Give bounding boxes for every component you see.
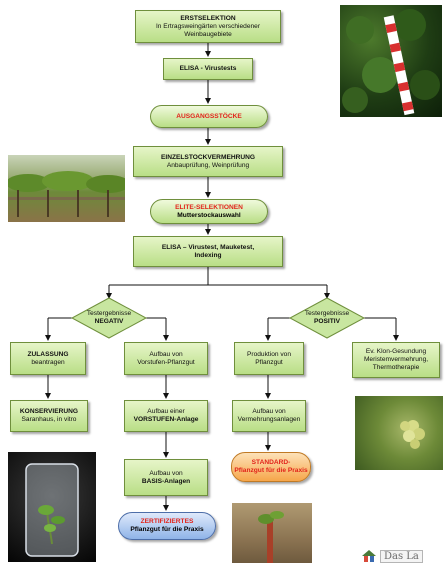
node-elisa-virustests: ELISA - Virustests bbox=[163, 58, 253, 80]
vine-leaves-graphic bbox=[342, 9, 440, 116]
node-elite-title: ELITE-SELEKTIONEN bbox=[175, 203, 243, 211]
node-prod-line1: Produktion von bbox=[247, 350, 291, 358]
node-prod-line2: Pflanzgut bbox=[255, 358, 283, 366]
node-erstselektion: ERSTSELEKTION In Ertragsweingärten versc… bbox=[135, 10, 281, 43]
node-zulassung-sub: beantragen bbox=[31, 358, 65, 366]
node-konservierung: KONSERVIERUNG Saranhaus, in vitro bbox=[10, 400, 88, 432]
decision-positive-line2: POSITIV bbox=[313, 318, 340, 325]
node-zert-line2: Pflanzgut für die Praxis bbox=[130, 526, 204, 533]
decision-positive-label: Testergebnisse POSITIV bbox=[292, 310, 362, 326]
node-zert-line1: ZERTIFIZIERTES bbox=[140, 518, 194, 525]
node-klon-line1: Ev. Klon-Gesundung bbox=[365, 348, 427, 355]
node-klon-line3: Thermotherapie bbox=[372, 364, 420, 371]
decision-positive-diamond bbox=[288, 297, 366, 339]
node-vorstufen-anlage: Aufbau einer VORSTUFEN-Anlage bbox=[124, 400, 208, 432]
node-zulassung-title: ZULASSUNG bbox=[27, 350, 69, 358]
node-standard: STANDARD- Pflanzgut für die Praxis bbox=[231, 452, 311, 482]
node-vorstufen-pg-line1: Aufbau von bbox=[149, 350, 183, 358]
photo-in-vitro-jar bbox=[8, 452, 96, 562]
node-zulassung: ZULASSUNG beantragen bbox=[10, 342, 86, 375]
node-elisa-virustests-title: ELISA - Virustests bbox=[179, 65, 237, 72]
node-klon-line2: Meristemvermehrung, bbox=[363, 356, 429, 363]
node-elisa2-title: ELISA – Virustest, Mauketest, bbox=[161, 243, 255, 251]
node-basis-line1: Aufbau von bbox=[149, 469, 183, 477]
node-basis-line2: BASIS-Anlagen bbox=[141, 477, 191, 485]
decision-negative-label: Testergebnisse NEGATIV bbox=[74, 310, 144, 326]
photo-vineyard-rows bbox=[8, 155, 125, 222]
photo-grafted-plant bbox=[232, 503, 312, 563]
decision-positive-line1: Testergebnisse bbox=[304, 310, 350, 317]
node-vermehr-line2: Vermehrungsanlagen bbox=[237, 416, 301, 423]
node-vermehr-line1: Aufbau von bbox=[252, 408, 286, 415]
photo-grape-cluster bbox=[355, 396, 443, 470]
node-zertifiziertes: ZERTIFIZIERTES Pflanzgut für die Praxis bbox=[118, 512, 216, 540]
node-vermehrungsanlagen: Aufbau von Vermehrungsanlagen bbox=[232, 400, 306, 432]
node-ausgangsstoecke: AUSGANGSSTÖCKE bbox=[150, 105, 268, 128]
node-vorstufen-anl-line2: VORSTUFEN-Anlage bbox=[133, 416, 199, 423]
node-konserv-sub: Saranhaus, in vitro bbox=[21, 416, 77, 423]
decision-negative-line1: Testergebnisse bbox=[86, 310, 132, 317]
node-einzelstockvermehrung: EINZELSTOCKVERMEHRUNG Anbauprüfung, Wein… bbox=[133, 146, 283, 177]
node-ausgangsstoecke-title: AUSGANGSSTÖCKE bbox=[176, 112, 242, 120]
node-elisa-indexing: ELISA – Virustest, Mauketest, Indexing bbox=[133, 236, 283, 267]
node-elite-selektionen: ELITE-SELEKTIONEN Mutterstockauswahl bbox=[150, 199, 268, 224]
node-basis-anlagen: Aufbau von BASIS-Anlagen bbox=[124, 459, 208, 496]
node-einzelstock-sub: Anbauprüfung, Weinprüfung bbox=[166, 161, 250, 169]
decision-negative-line2: NEGATIV bbox=[94, 318, 124, 325]
grafted-plant-graphic bbox=[258, 511, 284, 563]
node-klon-gesundung: Ev. Klon-Gesundung Meristemvermehrung, T… bbox=[352, 342, 440, 378]
grape-cluster-graphic bbox=[400, 420, 425, 449]
node-elisa2-title2: Indexing bbox=[194, 251, 222, 259]
logo-text: Das La bbox=[380, 549, 423, 563]
decision-negative-diamond bbox=[70, 297, 148, 339]
node-konserv-title: KONSERVIERUNG bbox=[19, 408, 79, 415]
node-vorstufen-pg-line2: Vorstufen-Pflanzgut bbox=[137, 358, 195, 366]
node-erstselektion-title: ERSTSELEKTION bbox=[180, 14, 236, 22]
node-vorstufen-pflanzgut: Aufbau von Vorstufen-Pflanzgut bbox=[124, 342, 208, 375]
node-vorstufen-anl-line1: Aufbau einer bbox=[147, 408, 185, 415]
node-standard-line2: Pflanzgut für die Praxis bbox=[234, 467, 308, 474]
node-standard-line1: STANDARD- bbox=[251, 459, 291, 466]
node-erstselektion-sub: In Ertragsweingärten verschiedener Weinb… bbox=[155, 22, 261, 38]
node-produktion: Produktion von Pflanzgut bbox=[234, 342, 304, 375]
vineyard-rows-graphic bbox=[8, 171, 125, 217]
logo: Das La bbox=[362, 549, 423, 563]
photo-vineyard-stake bbox=[340, 5, 442, 117]
logo-house-icon bbox=[362, 550, 376, 562]
node-elite-sub: Mutterstockauswahl bbox=[177, 211, 241, 219]
node-einzelstock-title: EINZELSTOCKVERMEHRUNG bbox=[160, 153, 256, 161]
jar-graphic bbox=[25, 463, 79, 557]
